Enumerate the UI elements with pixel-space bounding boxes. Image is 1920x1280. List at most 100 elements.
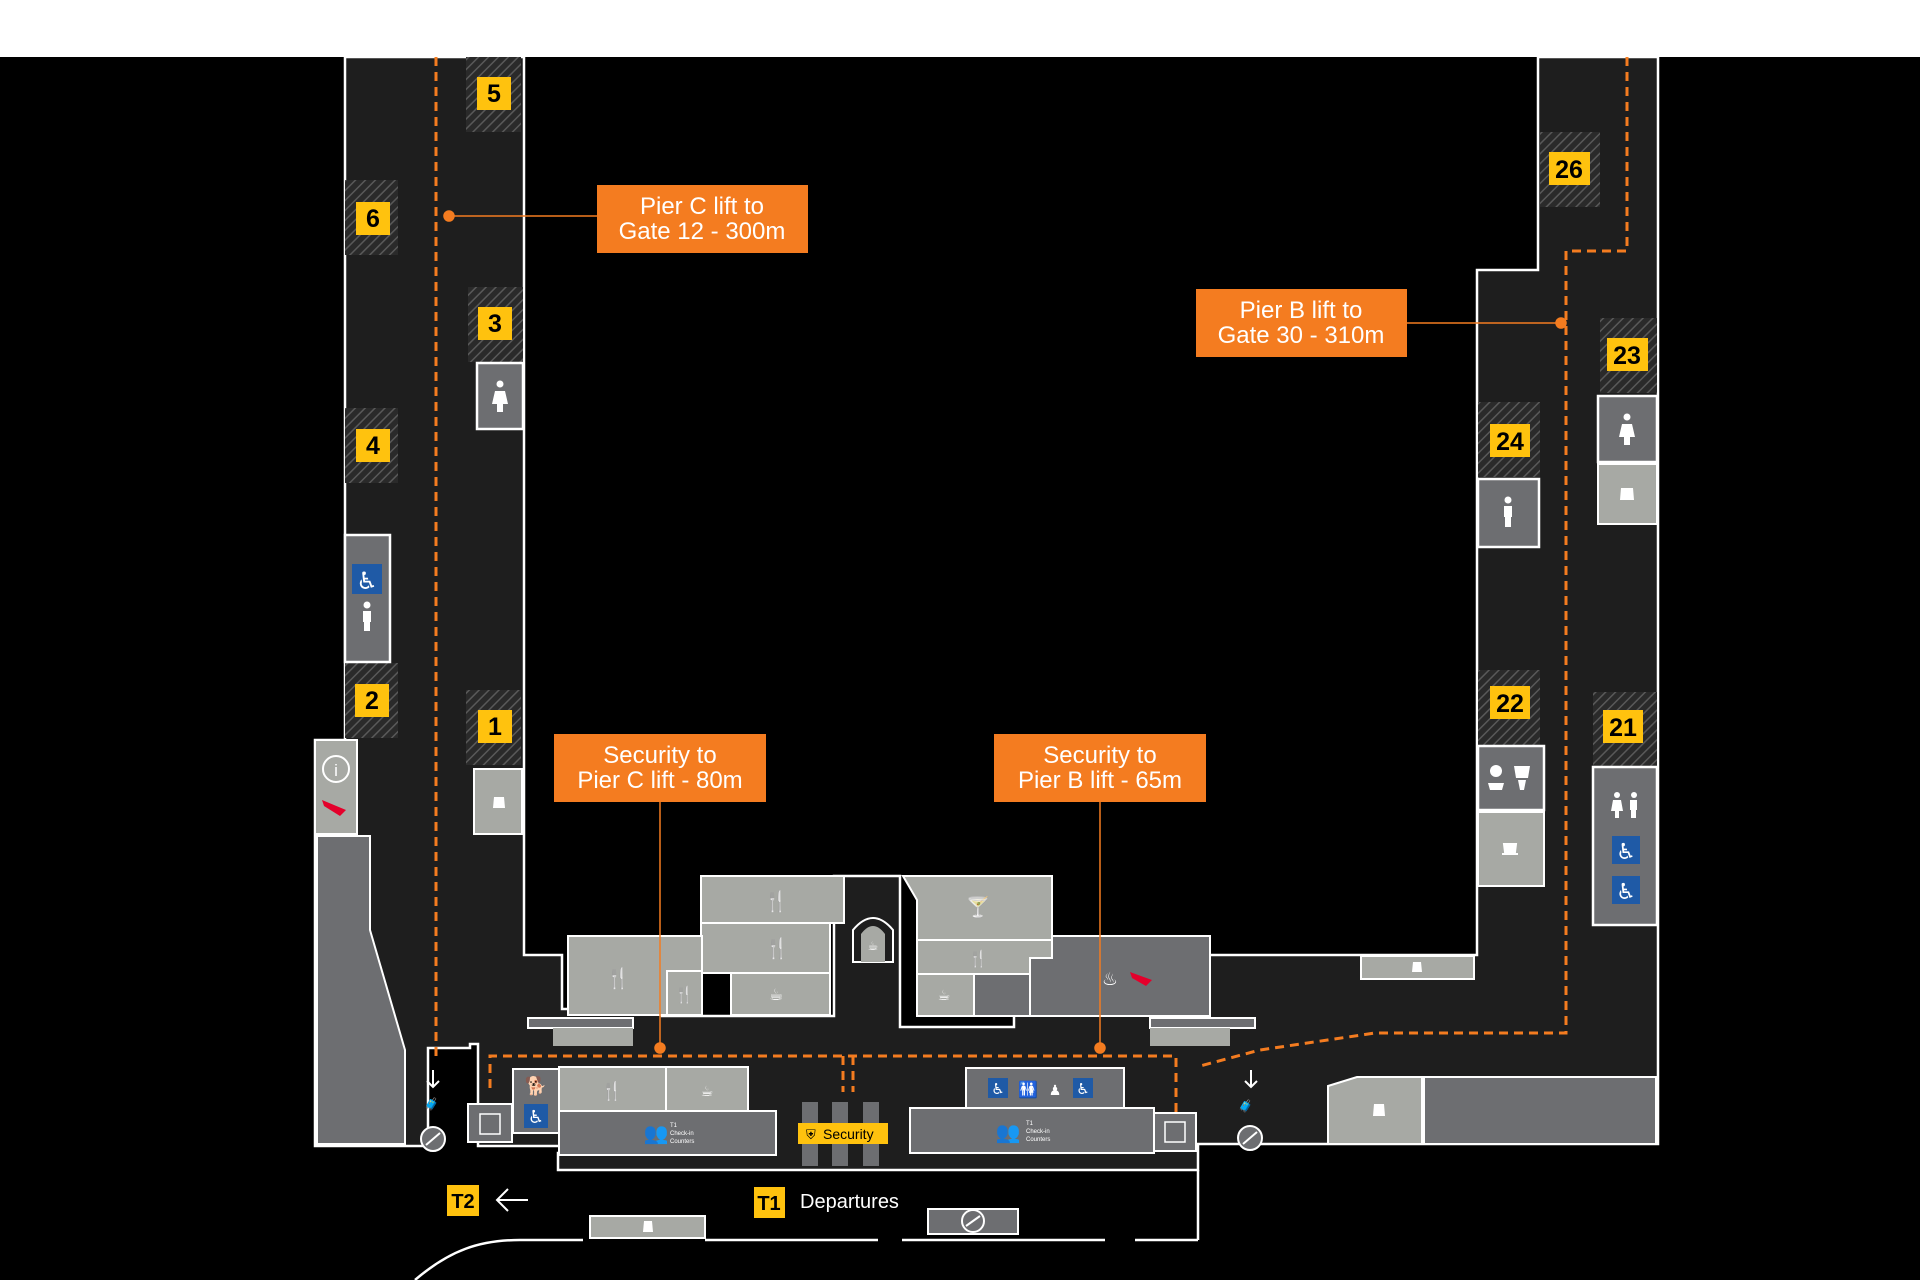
shop-icon xyxy=(1373,1104,1385,1116)
walkway-right xyxy=(1149,1017,1256,1029)
security-icon: ⛨ xyxy=(806,1127,816,1142)
restaurant-checkin[interactable]: 🍴 xyxy=(558,1066,667,1112)
restaurant-icon: 🍴 xyxy=(606,966,631,990)
cafe-checkin[interactable]: ☕ xyxy=(665,1066,749,1112)
t1-badge: T1 xyxy=(757,1193,780,1215)
cafe-icon xyxy=(1502,843,1518,855)
corridors xyxy=(313,55,1660,1172)
accessible-icon xyxy=(524,1104,548,1128)
cafe-a[interactable]: ☕ xyxy=(730,972,831,1016)
gate-22-label: 22 xyxy=(1496,690,1524,718)
callout-security-c[interactable]: Security to Pier C lift - 80m xyxy=(554,734,766,802)
accessible-icon xyxy=(1612,836,1640,864)
walking-routes xyxy=(434,57,1629,1112)
bar[interactable]: 🍸 xyxy=(901,875,1053,941)
gate-24-badge[interactable]: 24 xyxy=(1490,424,1530,457)
svg-text:🐕: 🐕 xyxy=(525,1075,547,1096)
restaurant-a[interactable]: 🍴 xyxy=(700,875,845,924)
female-toilet-b[interactable] xyxy=(1596,394,1659,464)
callout-pier-b[interactable]: Pier B lift to Gate 30 - 310m xyxy=(1196,289,1407,357)
info-desk[interactable]: i xyxy=(314,739,358,835)
parents-room-icon: ♟ xyxy=(1049,1082,1062,1098)
pet-relief-area[interactable]: 🐕 ♿ xyxy=(512,1068,560,1134)
svg-text:♿: ♿ xyxy=(528,1107,544,1127)
qantas-lounge[interactable]: ♨ xyxy=(1029,935,1211,1017)
shop-icon xyxy=(1412,962,1422,972)
security-label: Security xyxy=(823,1126,874,1142)
shop-pier-c[interactable] xyxy=(473,768,523,835)
gate-21-badge[interactable]: 21 xyxy=(1603,710,1643,743)
pier-c-amenities: ♿ i xyxy=(314,361,525,1145)
cafe-icon: ☕ xyxy=(769,987,783,1004)
right-building-block xyxy=(1423,1076,1657,1145)
checkin-counters-left[interactable]: 👥 T1 Check-in Counters xyxy=(558,1110,777,1156)
cafe-icon: ☕ xyxy=(938,987,951,1003)
cafe-pier-b[interactable] xyxy=(1477,811,1545,887)
accessible-icon xyxy=(988,1078,1008,1098)
restaurant-icon: 🍴 xyxy=(674,985,694,1004)
female-toilet-icon xyxy=(1619,413,1635,445)
service-room xyxy=(973,973,1031,1017)
gate-2-badge[interactable]: 2 xyxy=(355,684,389,717)
gate-23-badge[interactable]: 23 xyxy=(1607,338,1648,371)
departures-label: Departures xyxy=(800,1191,899,1213)
qantas-logo-icon xyxy=(1130,972,1152,986)
parents-room-icon xyxy=(1490,765,1502,777)
callout-security-b[interactable]: Security to Pier B lift - 65m xyxy=(994,734,1206,802)
toilets-checkin-right[interactable]: ♿ 🚻 ♟ ♿ xyxy=(965,1067,1125,1109)
t2-direction[interactable]: T2 xyxy=(447,1185,528,1216)
toilets-left-pier-c[interactable]: ♿ xyxy=(343,533,392,664)
gate-6-badge[interactable]: 6 xyxy=(356,202,390,235)
escalator-right[interactable] xyxy=(1237,1125,1263,1151)
gate-5-label: 5 xyxy=(487,80,501,108)
shop-strip-b[interactable] xyxy=(1360,955,1475,980)
shop-lower-right[interactable] xyxy=(1327,1076,1423,1145)
restaurant-d[interactable]: 🍴 xyxy=(666,970,703,1016)
toilets-gate-21[interactable]: ♿ ♿ xyxy=(1591,765,1659,927)
gate-23-label: 23 xyxy=(1613,342,1641,370)
shop-icon xyxy=(643,1221,653,1232)
t2-badge: T2 xyxy=(451,1191,474,1213)
callout-lines xyxy=(443,210,1567,1054)
shop-bottom[interactable] xyxy=(589,1215,706,1239)
baggage-icon: 🧳 xyxy=(424,1097,439,1111)
male-toilet-icon xyxy=(1504,496,1512,527)
svg-text:i: i xyxy=(334,761,338,780)
gate-3-label: 3 xyxy=(488,310,502,338)
qantas-logo-icon xyxy=(322,800,346,816)
parents-room[interactable] xyxy=(1476,744,1546,812)
female-toilet-icon xyxy=(1611,792,1623,818)
svg-text:👥: 👥 xyxy=(644,1123,669,1145)
check-in-area: 🐕 ♿ 🍴 ☕ 👥 T1 Check-in Counters xyxy=(467,1066,1197,1239)
kiosk-cafe[interactable]: ☕ xyxy=(852,917,894,963)
gate-24-label: 24 xyxy=(1496,428,1524,456)
road xyxy=(414,1170,1200,1280)
gate-3-badge[interactable]: 3 xyxy=(478,307,512,340)
restaurant-b[interactable]: 🍴 xyxy=(700,922,831,974)
gate-22-badge[interactable]: 22 xyxy=(1490,686,1530,719)
gate-26-label: 26 xyxy=(1555,156,1583,184)
callout-pier-c[interactable]: Pier C lift to Gate 12 - 300m xyxy=(597,185,808,253)
security-checkpoint[interactable]: ⛨ Security xyxy=(798,1102,888,1166)
toilets-icon: 🚻 xyxy=(1018,1080,1038,1099)
gate-4-badge[interactable]: 4 xyxy=(356,429,390,462)
accessible-toilet-icon xyxy=(1073,1078,1093,1098)
central-food-court: 🍴 🍴 ☕ 🍴 🍴 ☕ xyxy=(527,875,1256,1046)
lift-left[interactable] xyxy=(467,1103,513,1143)
escalator-bottom[interactable] xyxy=(927,1208,1019,1235)
checkin-left-line1: T1 xyxy=(670,1123,678,1129)
gate-5-badge[interactable]: 5 xyxy=(477,77,511,110)
shop-pier-b[interactable] xyxy=(1597,463,1658,525)
lift-right[interactable] xyxy=(1153,1112,1197,1152)
gate-26-badge[interactable]: 26 xyxy=(1549,152,1590,185)
female-toilet-c[interactable] xyxy=(475,361,525,431)
accessible-toilet-icon xyxy=(1612,876,1640,904)
male-toilet-icon xyxy=(363,601,371,631)
male-toilet-b[interactable] xyxy=(1476,477,1541,549)
escalator-left[interactable] xyxy=(420,1126,446,1152)
checkin-counters-right[interactable]: 👥 T1 Check-in Counters xyxy=(909,1107,1155,1154)
gate-1-badge[interactable]: 1 xyxy=(478,710,512,743)
cafe-b[interactable]: ☕ xyxy=(916,973,975,1017)
checkin-right-line1: T1 xyxy=(1026,1121,1034,1127)
gate-6-label: 6 xyxy=(366,205,380,233)
